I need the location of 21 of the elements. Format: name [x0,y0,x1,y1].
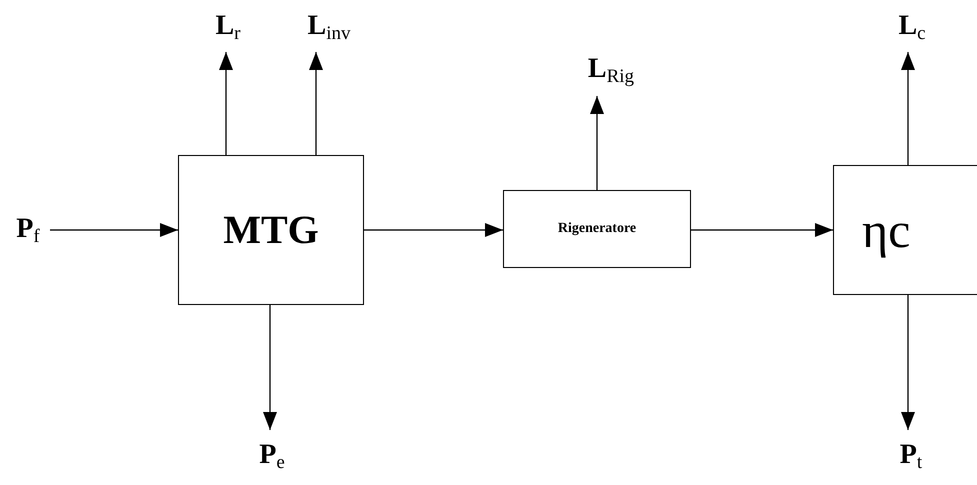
arrow [901,295,915,430]
arrow [309,52,323,155]
process-box [503,190,691,268]
variable-label: P$_{e}$ [259,440,285,472]
arrow [50,223,178,237]
arrow [263,305,277,430]
arrow [219,52,233,155]
arrow [691,223,833,237]
variable-label: L$_{Rig}$ [588,54,634,86]
variable-label: P$_{f}$ [16,214,40,246]
variable-label: P$_{t}$ [900,440,922,472]
arrow [364,223,503,237]
arrow [901,52,915,165]
box-label: Rigeneratore [558,222,636,236]
variable-label: L$_{r}$ [215,12,240,42]
process-box [833,165,977,295]
box-label: MTG [223,210,319,250]
variable-label: L$_{c}$ [898,12,926,42]
variable-label: L$_{inv}$ [308,12,350,42]
process-box [178,155,364,305]
arrow [590,96,604,190]
